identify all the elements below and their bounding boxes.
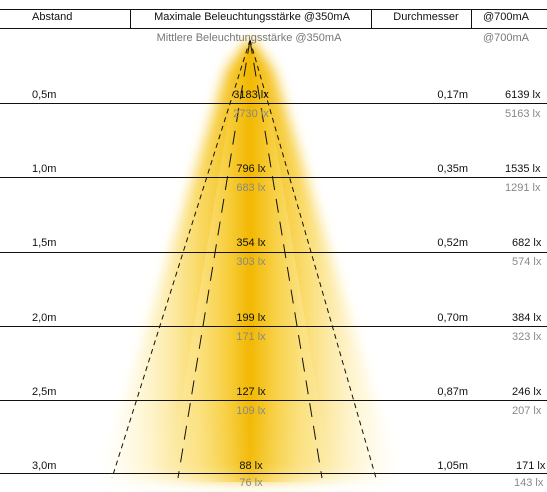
- subheader-avg-illuminance: Mittlere Beleuchtungsstärke @350mA: [156, 32, 342, 44]
- row-rule-3: [0, 252, 547, 253]
- row-avg-illuminance: 303 lx: [236, 256, 266, 268]
- row-diameter: 0,17m: [437, 89, 468, 101]
- row-max-700: 1535 lx: [505, 163, 541, 175]
- light-beam: [90, 38, 420, 490]
- outer-beam-right-line: [249, 39, 377, 479]
- beam-fade: [90, 380, 420, 490]
- row-diameter: 0,70m: [437, 312, 468, 324]
- row-distance: 2,0m: [32, 312, 57, 324]
- row-distance: 1,0m: [32, 163, 57, 175]
- header-max-illuminance: Maximale Beleuchtungsstärke @350mA: [154, 11, 350, 23]
- row-rule-5: [0, 400, 547, 401]
- row-rule-2: [0, 177, 547, 178]
- beam-core: [168, 45, 332, 482]
- row-avg-700: 1291 lx: [505, 182, 541, 194]
- row-diameter: 1,05m: [437, 460, 468, 472]
- row-max-700: 246 lx: [512, 386, 542, 398]
- row-rule-6: [0, 473, 547, 474]
- row-max-illuminance: 127 lx: [236, 386, 266, 398]
- row-avg-700: 5163 lx: [505, 108, 541, 120]
- inner-beam-left-line: [177, 39, 251, 479]
- row-max-700: 6139 lx: [505, 89, 541, 101]
- row-max-illuminance: 796 lx: [236, 163, 266, 175]
- row-max-700: 171 lx: [516, 460, 546, 472]
- header-divider-1: [130, 9, 131, 29]
- row-diameter: 0,87m: [437, 386, 468, 398]
- header-top-rule: [0, 9, 547, 10]
- header-bottom-rule: [0, 28, 547, 29]
- row-max-700: 384 lx: [512, 312, 542, 324]
- header-divider-2: [371, 9, 372, 29]
- row-rule-1: [0, 103, 547, 104]
- row-avg-700: 207 lx: [512, 405, 542, 417]
- header-diameter: Durchmesser: [393, 11, 459, 23]
- row-distance: 2,5m: [32, 386, 57, 398]
- row-diameter: 0,52m: [437, 237, 468, 249]
- row-avg-illuminance: 2730 lx: [233, 108, 269, 120]
- row-avg-700: 323 lx: [512, 331, 542, 343]
- row-max-700: 682 lx: [512, 237, 542, 249]
- header-distance: Abstand: [32, 11, 73, 23]
- row-avg-700: 574 lx: [512, 256, 542, 268]
- row-avg-700: 143 lx: [514, 477, 544, 489]
- row-avg-illuminance: 109 lx: [236, 405, 266, 417]
- row-max-illuminance: 199 lx: [236, 312, 266, 324]
- row-distance: 1,5m: [32, 237, 57, 249]
- beam-dashed-outlines: [111, 39, 377, 479]
- inner-beam-right-line: [249, 39, 323, 479]
- outer-beam-left-line: [111, 39, 251, 479]
- row-rule-4: [0, 326, 547, 327]
- row-avg-illuminance: 76 lx: [239, 477, 263, 489]
- row-distance: 0,5m: [32, 89, 57, 101]
- header-divider-3: [471, 9, 472, 29]
- row-diameter: 0,35m: [437, 163, 468, 175]
- header-700ma: @700mA: [483, 11, 530, 23]
- row-max-illuminance: 3183 lx: [233, 89, 269, 101]
- row-avg-illuminance: 171 lx: [236, 331, 266, 343]
- subheader-700ma: @700mA: [483, 32, 530, 44]
- row-max-illuminance: 88 lx: [239, 460, 263, 472]
- row-max-illuminance: 354 lx: [236, 237, 266, 249]
- row-avg-illuminance: 683 lx: [236, 182, 266, 194]
- row-distance: 3,0m: [32, 460, 57, 472]
